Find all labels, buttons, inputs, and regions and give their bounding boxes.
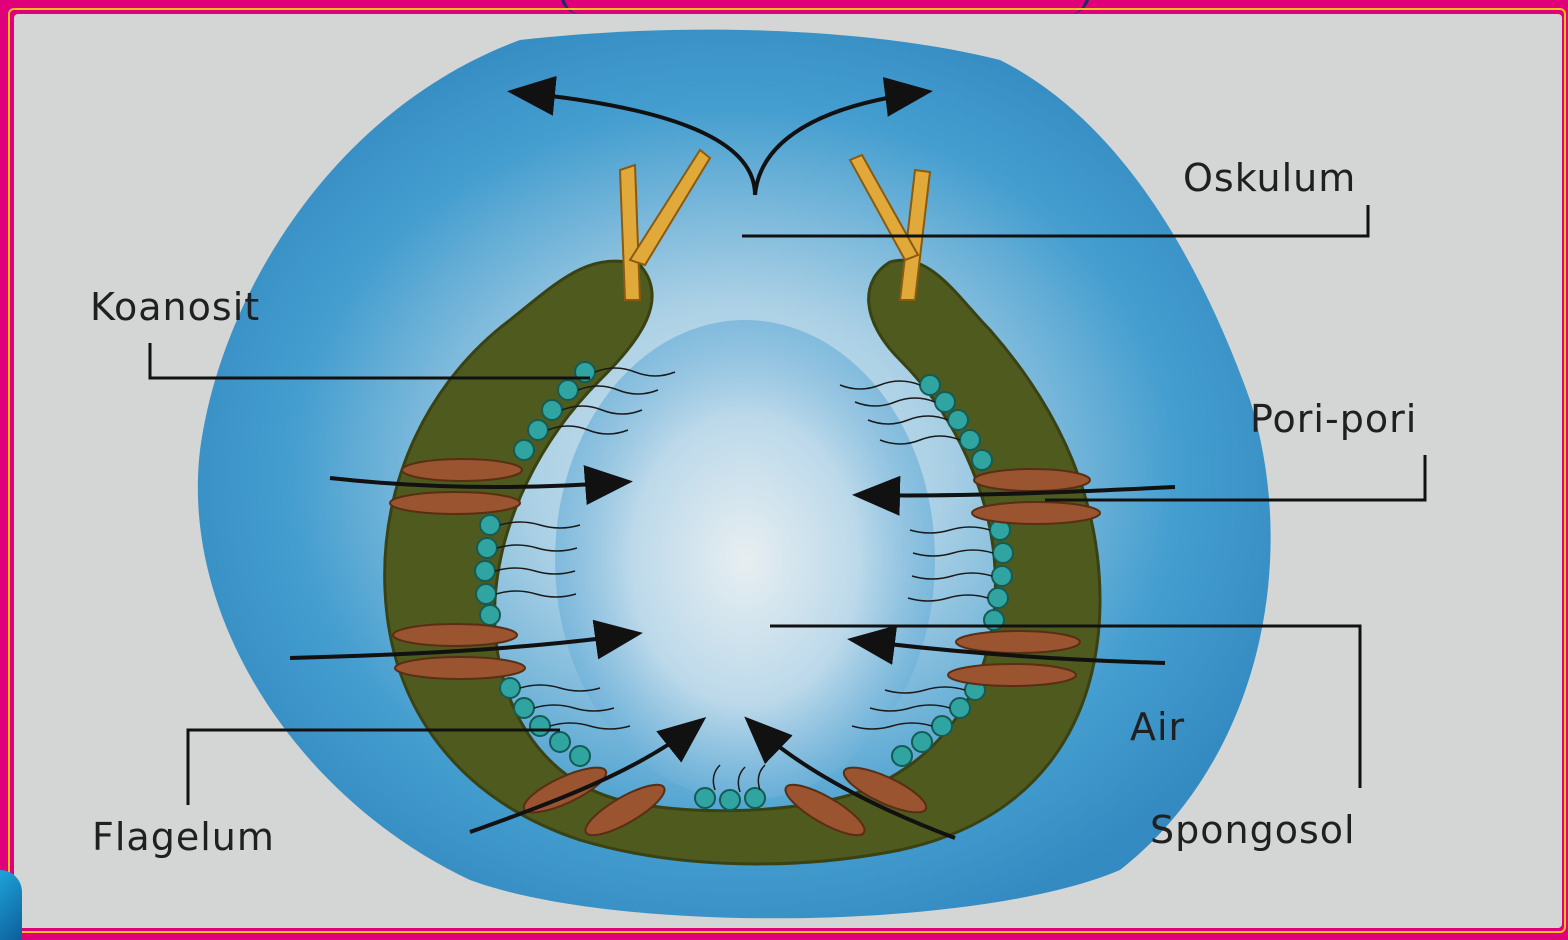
label-air: Air — [1130, 705, 1185, 749]
label-spongosol: Spongosol — [1150, 808, 1356, 852]
label-koanosit: Koanosit — [90, 285, 260, 329]
label-pori-pori: Pori-pori — [1250, 397, 1417, 441]
label-flagelum: Flagelum — [92, 815, 275, 859]
label-oskulum: Oskulum — [1183, 156, 1356, 200]
